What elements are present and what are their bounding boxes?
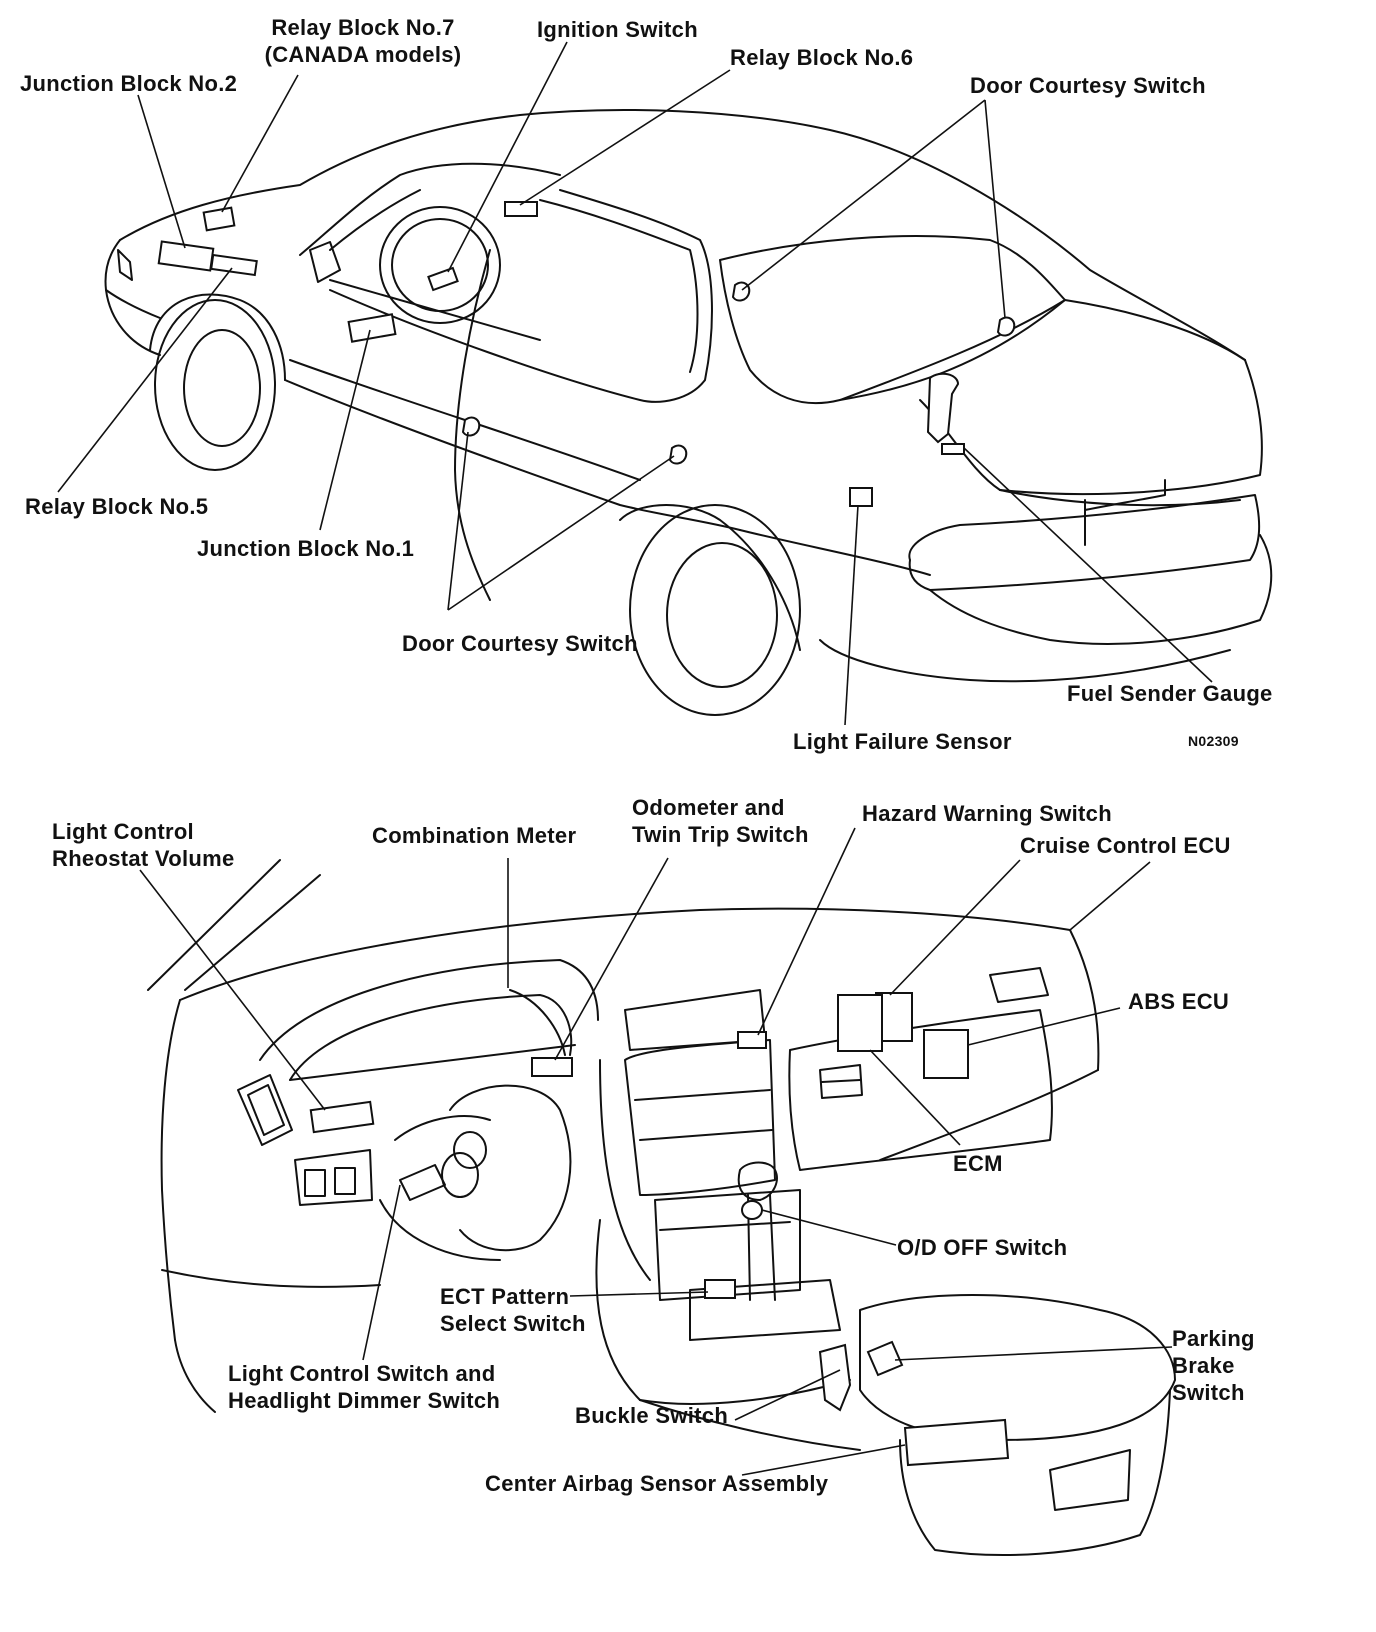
- label-cruise-control-ecu: Cruise Control ECU: [1020, 833, 1231, 858]
- fuel-sender-part: [926, 372, 960, 444]
- label-light-control-switch-line2: Headlight Dimmer Switch: [228, 1388, 501, 1413]
- label-relay-block-7-line2: (CANADA models): [264, 42, 462, 67]
- label-fuel-sender-gauge: Fuel Sender Gauge: [1067, 681, 1273, 706]
- label-junction-block-1: Junction Block No.1: [197, 536, 415, 561]
- parking-brake-part: [866, 1340, 904, 1377]
- relay-block-7-part: [202, 206, 236, 232]
- dashboard-illustration: [147, 859, 1176, 1556]
- od-off-switch-part: [741, 1200, 763, 1220]
- ect-switch-part: [704, 1279, 736, 1299]
- label-odometer-twin-trip: Odometer and Twin Trip Switch: [632, 794, 809, 848]
- door-switch-front-a-part: [461, 416, 481, 437]
- abs-ecu-part: [923, 1029, 969, 1079]
- label-light-control-rheostat-line1: Light Control: [52, 819, 194, 844]
- label-odometer-line2: Twin Trip Switch: [632, 822, 809, 847]
- ignition-switch-part: [427, 266, 459, 292]
- label-ect-pattern-line1: ECT Pattern: [440, 1284, 570, 1309]
- label-parking-brake-line3: Switch: [1172, 1380, 1245, 1405]
- label-combination-meter: Combination Meter: [372, 823, 577, 848]
- top-leader-lines: [57, 41, 1213, 726]
- label-ecm: ECM: [953, 1151, 1003, 1176]
- relay-block-5-part: [210, 253, 258, 277]
- label-relay-block-6: Relay Block No.6: [730, 45, 914, 70]
- light-failure-sensor-part: [849, 487, 873, 507]
- label-ignition-switch: Ignition Switch: [537, 17, 698, 42]
- label-odometer-line1: Odometer and: [632, 795, 785, 820]
- door-switch-front-b-part: [668, 444, 688, 465]
- label-light-control-rheostat-line2: Rheostat Volume: [52, 846, 235, 871]
- label-door-courtesy-switch-front: Door Courtesy Switch: [402, 631, 638, 656]
- label-abs-ecu: ABS ECU: [1128, 989, 1230, 1014]
- ecm-part: [837, 994, 883, 1052]
- label-junction-block-2: Junction Block No.2: [20, 71, 238, 96]
- figure-code: N02309: [1188, 733, 1239, 749]
- label-relay-block-7: Relay Block No.7 (CANADA models): [258, 14, 468, 68]
- junction-block-2-part: [157, 240, 215, 272]
- label-center-airbag-sensor: Center Airbag Sensor Assembly: [485, 1471, 829, 1496]
- top-components: [157, 201, 1016, 507]
- label-parking-brake-line1: Parking: [1172, 1326, 1255, 1351]
- airbag-sensor-part: [903, 1418, 1010, 1467]
- junction-block-1-part: [347, 313, 397, 343]
- label-ect-pattern-select-switch: ECT Pattern Select Switch: [440, 1283, 586, 1337]
- odometer-switch-part: [531, 1057, 573, 1077]
- bottom-leader-lines: [139, 827, 1173, 1476]
- label-light-control-rheostat: Light Control Rheostat Volume: [52, 818, 235, 872]
- label-parking-brake-line2: Brake: [1172, 1353, 1235, 1378]
- bottom-components: [309, 992, 1010, 1467]
- label-light-control-switch-line1: Light Control Switch and: [228, 1361, 496, 1386]
- label-buckle-switch: Buckle Switch: [575, 1403, 729, 1428]
- relay-block-6-part: [504, 201, 538, 217]
- buckle-switch-part: [818, 1343, 852, 1412]
- label-door-courtesy-switch-rear: Door Courtesy Switch: [970, 73, 1206, 98]
- label-relay-block-7-line1: Relay Block No.7: [271, 15, 455, 40]
- label-light-failure-sensor: Light Failure Sensor: [793, 729, 1012, 754]
- door-switch-rear-right-part: [996, 316, 1016, 337]
- hazard-switch-part: [737, 1031, 767, 1049]
- label-od-off-switch: O/D OFF Switch: [897, 1235, 1068, 1260]
- label-ect-pattern-line2: Select Switch: [440, 1311, 586, 1336]
- label-parking-brake-switch: Parking Brake Switch: [1172, 1325, 1255, 1406]
- car-body-illustration: [104, 109, 1273, 716]
- label-relay-block-5: Relay Block No.5: [25, 494, 209, 519]
- label-hazard-warning-switch: Hazard Warning Switch: [862, 801, 1112, 826]
- label-light-control-switch: Light Control Switch and Headlight Dimme…: [228, 1360, 500, 1414]
- rheostat-part: [309, 1100, 375, 1134]
